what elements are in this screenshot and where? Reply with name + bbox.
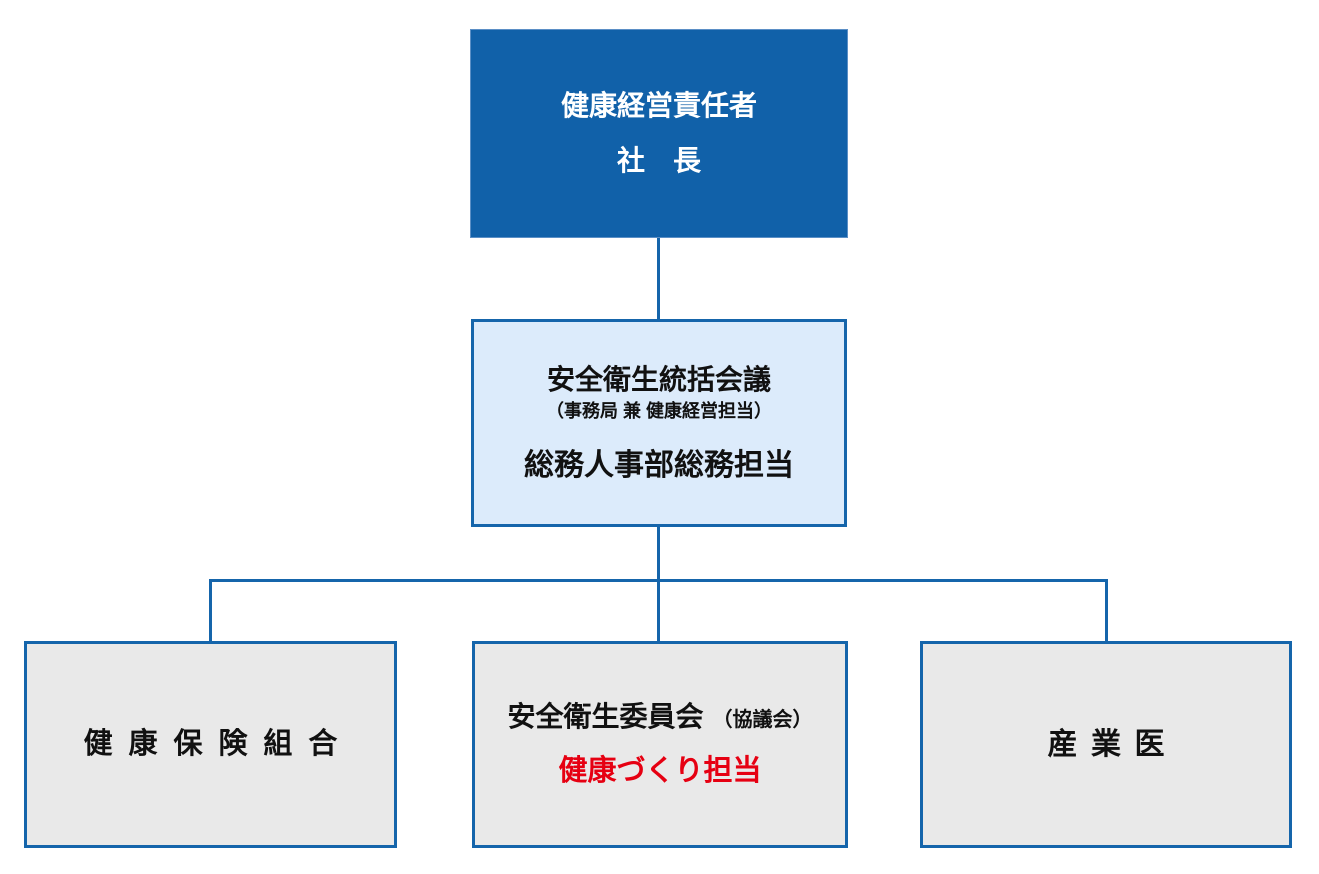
node-president: 健康経営責任者 社 長 bbox=[470, 29, 848, 238]
committee-name-label: 安全衛生委員会 bbox=[507, 701, 704, 733]
connector-drop-center bbox=[657, 579, 660, 641]
industrial-physician-label: 産業医 bbox=[1047, 727, 1178, 761]
connector-president-to-council bbox=[657, 238, 660, 319]
president-role-label: 健康経営責任者 bbox=[560, 89, 757, 121]
connector-drop-left bbox=[209, 579, 212, 641]
insurance-union-label: 健康保険組合 bbox=[83, 728, 354, 761]
council-department-label: 総務人事部総務担当 bbox=[524, 448, 794, 482]
committee-name-line: 安全衛生委員会 （協議会） bbox=[507, 700, 812, 734]
council-name-label: 安全衛生統括会議 bbox=[546, 364, 771, 396]
connector-council-down-stub bbox=[657, 527, 660, 581]
committee-note-label: （協議会） bbox=[712, 709, 813, 732]
node-safety-health-committee: 安全衛生委員会 （協議会） 健康づくり担当 bbox=[472, 641, 848, 848]
committee-subtitle-label: 健康づくり担当 bbox=[558, 754, 762, 787]
node-health-insurance-union: 健康保険組合 bbox=[24, 641, 397, 848]
president-title-label: 社 長 bbox=[616, 144, 701, 176]
node-industrial-physician: 産業医 bbox=[920, 641, 1292, 848]
node-safety-health-council: 安全衛生統括会議 （事務局 兼 健康経営担当） 総務人事部総務担当 bbox=[471, 319, 847, 527]
council-note-label: （事務局 兼 健康経営担当） bbox=[545, 401, 772, 422]
connector-drop-right bbox=[1105, 579, 1108, 641]
